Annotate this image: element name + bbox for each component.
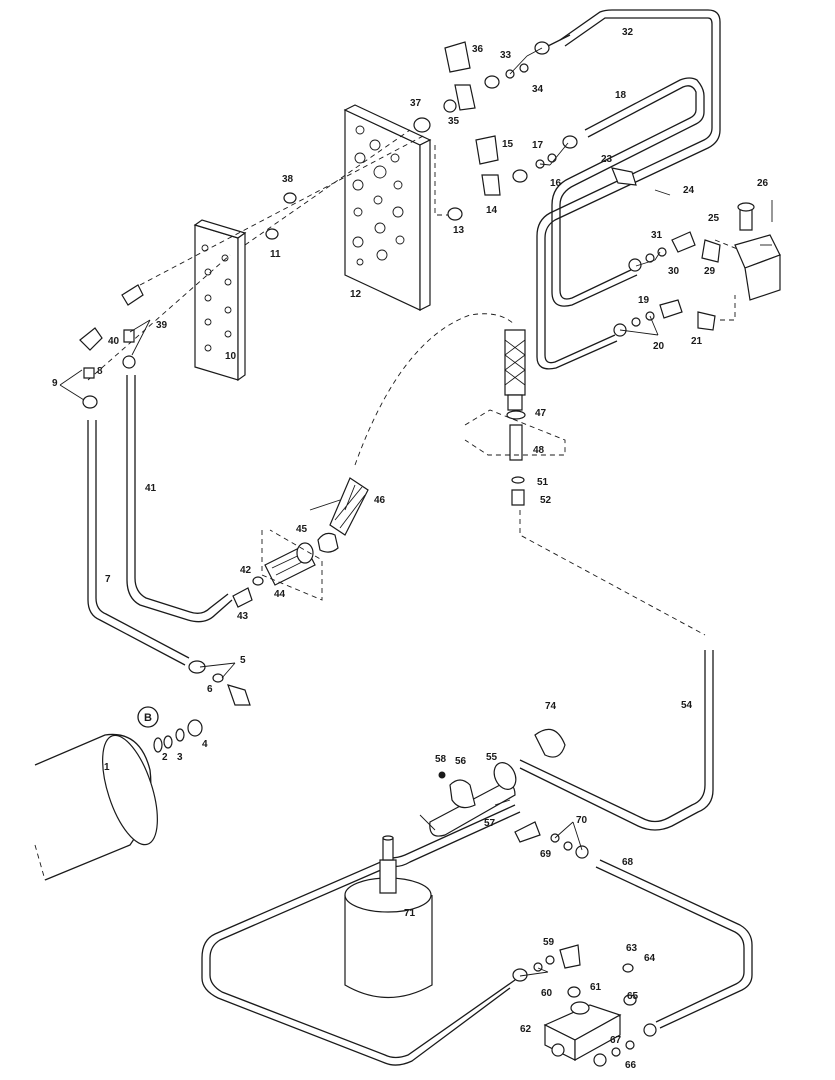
part-label: 56 (455, 756, 467, 767)
fitting-group-29-31 (628, 231, 721, 272)
tube-loop-32 (536, 9, 721, 370)
part-labels: 1 2 3 4 5 6 7 8 9 10 11 12 13 14 15 16 1… (52, 27, 769, 1071)
part-label: 26 (757, 178, 769, 189)
clamp-23 (611, 167, 671, 196)
part-label: 12 (350, 289, 362, 300)
fitting-group-33-37 (413, 41, 550, 133)
part-label: 69 (540, 849, 552, 860)
part-label: 30 (668, 266, 680, 277)
tube-41 (126, 375, 233, 623)
fitting-group-5-6 (163, 660, 251, 749)
part-label: 40 (108, 336, 120, 347)
part-label: 11 (270, 249, 281, 260)
part-label: 54 (681, 700, 693, 711)
fitting-group-8-9 (79, 284, 144, 409)
fitting-group-42-45 (232, 529, 323, 608)
part-label: 36 (472, 44, 484, 55)
part-label: 2 (162, 752, 168, 763)
part-label: 61 (590, 982, 602, 993)
part-label: 48 (533, 445, 545, 456)
part-label: 63 (626, 943, 638, 954)
part-label: 52 (540, 495, 552, 506)
part-label: 62 (520, 1024, 532, 1035)
part-label: 74 (545, 701, 557, 712)
part-label: 14 (486, 205, 498, 216)
part-label: 13 (453, 225, 465, 236)
part-label: 46 (374, 495, 386, 506)
part-label: 25 (708, 213, 720, 224)
valve-block (343, 104, 432, 311)
part-label: 42 (240, 565, 252, 576)
part-label: 31 (651, 230, 663, 241)
accumulator-71 (344, 835, 433, 999)
part-label: 18 (615, 90, 627, 101)
tube-loop-18 (551, 77, 705, 307)
part-label: 45 (296, 524, 308, 535)
part-label: 29 (704, 266, 716, 277)
part-label: 23 (601, 154, 613, 165)
part-label: 37 (410, 98, 422, 109)
part-label: 71 (404, 908, 416, 919)
part-label: 44 (274, 589, 286, 600)
part-label: 34 (532, 84, 544, 95)
part-label: 21 (691, 336, 703, 347)
part-label: 58 (435, 754, 447, 765)
callout-b-label: B (144, 712, 152, 724)
tube-68 (595, 859, 753, 1029)
part-label: 17 (532, 140, 544, 151)
part-label: 20 (653, 341, 665, 352)
part-label: 16 (550, 178, 562, 189)
part-label: 5 (240, 655, 246, 666)
mounting-plate (193, 219, 247, 382)
tube-54 (519, 650, 714, 831)
pump-62 (543, 1001, 622, 1062)
part-label: 6 (207, 684, 213, 695)
part-label: 39 (156, 320, 168, 331)
callout-b: B (137, 706, 159, 728)
tube-7 (87, 420, 190, 666)
fitting-group-69-70 (514, 821, 589, 859)
part-label: 55 (486, 752, 498, 763)
hose-46 (317, 477, 369, 553)
part-label: 59 (543, 937, 555, 948)
clamp-74 (534, 728, 566, 758)
part-label: 65 (627, 991, 639, 1002)
control-valve-25 (734, 200, 781, 301)
part-label: 66 (625, 1060, 637, 1071)
part-label: 67 (610, 1035, 622, 1046)
part-label: 57 (484, 818, 496, 829)
part-label: 41 (145, 483, 157, 494)
part-label: 33 (500, 50, 512, 61)
part-label: 60 (541, 988, 553, 999)
part-label: 19 (638, 295, 650, 306)
fitting-group-13-17 (447, 135, 578, 221)
part-label: 9 (52, 378, 58, 389)
part-label: 24 (683, 185, 695, 196)
leader-lines (59, 47, 661, 977)
part-label: 1 (104, 762, 110, 773)
tank (34, 733, 163, 881)
part-label: 10 (225, 351, 237, 362)
part-label: 15 (502, 139, 514, 150)
fitting-group-19-21 (613, 299, 716, 337)
part-label: 7 (105, 574, 111, 585)
part-label: 32 (622, 27, 634, 38)
part-label: 4 (202, 739, 208, 750)
part-label: 68 (622, 857, 634, 868)
part-label: 38 (282, 174, 294, 185)
part-label: 3 (177, 752, 183, 763)
filter-55 (419, 762, 517, 837)
hose-48 (464, 329, 566, 506)
part-label: 35 (448, 116, 460, 127)
part-label: 8 (97, 366, 103, 377)
part-label: 47 (535, 408, 547, 419)
part-label: 51 (537, 477, 549, 488)
part-label: 43 (237, 611, 249, 622)
part-label: 70 (576, 815, 588, 826)
part-label: 64 (644, 953, 656, 964)
